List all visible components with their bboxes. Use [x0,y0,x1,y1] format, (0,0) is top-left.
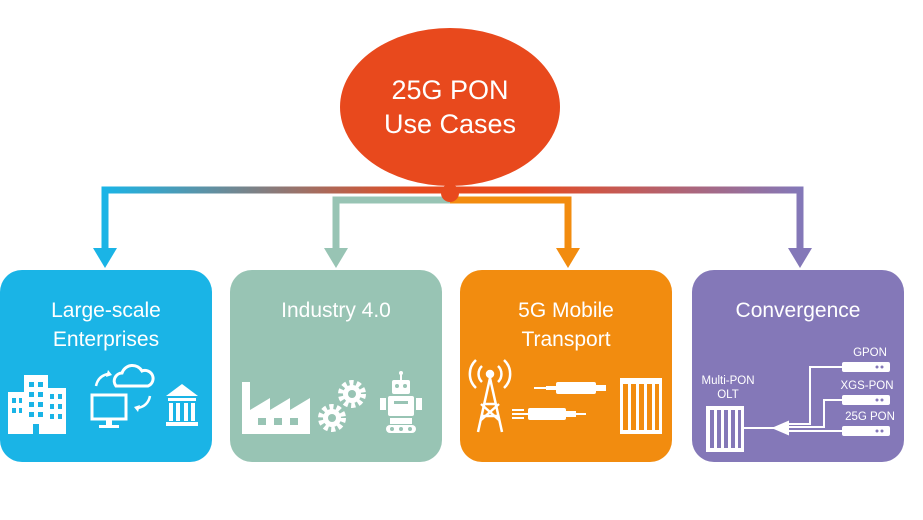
pon-type-label: 25G PON [845,411,895,423]
card-title: 5G Mobile Transport [460,296,672,354]
enterprise-arrow-head [93,248,117,268]
root-title-line1: 25G PON [391,75,509,105]
pon-type-label: GPON [853,347,887,359]
use-cases-root-node: 25G PON Use Cases [340,28,560,186]
card-title-line1: Convergence [735,299,861,322]
industry-connector-line [332,196,450,250]
convergence-arrow-head [788,248,812,268]
fiber-connectors-icon [512,382,606,420]
equipment-rack-icon [620,378,662,434]
card-title: Large-scale Enterprises [0,296,212,354]
card-title-line1: Industry 4.0 [281,299,391,322]
olt-label: Multi-PON OLT [696,374,760,402]
card-convergence: Convergence Multi-PON OLT [692,270,904,462]
card-title-line1: 5G Mobile [518,299,614,322]
bank-icon [166,384,198,426]
gears-icon [318,380,366,432]
cloud-computer-icon [90,364,155,428]
cell-tower-icon [468,359,512,433]
card-industry-4-0: Industry 4.0 [230,270,442,462]
mobile-connector-line [450,196,572,250]
card-title-line2: Transport [521,328,611,351]
card-title: Industry 4.0 [230,296,442,325]
factory-icon [242,382,310,434]
card-large-scale-enterprises: Large-scale Enterprises [0,270,212,462]
olt-label-line2: OLT [717,389,739,401]
card-title-line2: Enterprises [52,328,160,351]
card-5g-mobile-transport: 5G Mobile Transport [460,270,672,462]
mobile-arrow-head [556,248,580,268]
onu-device-icon [842,362,890,436]
olt-label-line1: Multi-PON [701,375,755,387]
card-title-line1: Large-scale [51,299,161,322]
office-buildings-icon [8,375,66,434]
pon-type-label: XGS-PON [840,380,893,392]
card-title: Convergence [692,296,904,325]
root-title-line2: Use Cases [383,109,517,139]
junction-dot [441,184,459,202]
robot-icon [380,371,422,433]
industry-arrow-head [324,248,348,268]
olt-chassis-icon [706,406,744,452]
fiber-links [744,366,842,436]
